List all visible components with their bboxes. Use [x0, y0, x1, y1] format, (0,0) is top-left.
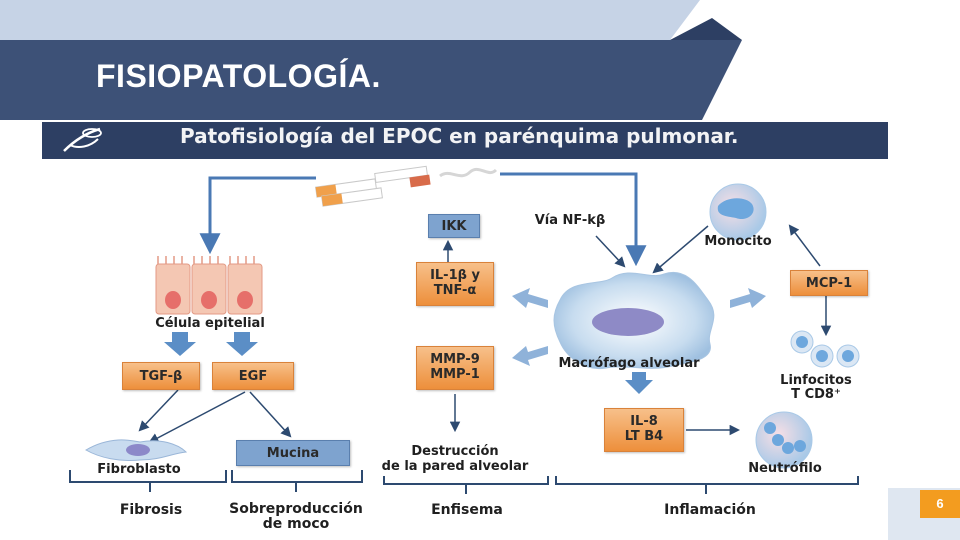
box-tgf-beta [122, 362, 200, 390]
box-egf [212, 362, 294, 390]
arrow-macrophage-to-il8 [625, 372, 653, 394]
title-banner [0, 40, 742, 120]
figure-header-bar [42, 122, 888, 159]
label-monocito: Monocito [704, 234, 772, 249]
neutrophil-icon [755, 411, 813, 469]
label-ltb4: LT B4 [624, 429, 664, 444]
label-neutrofilo: Neutrófilo [748, 461, 822, 476]
box-mmp [416, 346, 494, 390]
arrow-egf-to-mucina [249, 391, 292, 438]
label-ikk: IKK [441, 219, 467, 234]
bracket-fibrosis [69, 470, 227, 483]
macrophage-icon [553, 271, 715, 370]
box-mcp1 [790, 270, 868, 296]
arrow-smoke-to-epithelium [199, 176, 316, 255]
fibroblast-icon [84, 439, 188, 461]
figure-title: Patofisiología del EPOC en parénquima pu… [180, 124, 739, 148]
page-number: 6 [920, 490, 960, 518]
bracket-emphysema [383, 476, 549, 485]
label-destruccion-line1: Destrucción [411, 444, 499, 459]
outcome-sobreproduccion-line1: Sobreproducción [229, 501, 363, 517]
arrow-egf-to-fibroblast [148, 391, 246, 443]
arrow-monocyte-to-macrophage [652, 225, 709, 274]
arrow-to-egf [226, 332, 258, 356]
arrow-tgf-to-fibroblast [138, 389, 179, 432]
label-linfocitos: Linfocitos [780, 373, 852, 388]
label-tnf-line2: TNF-α [433, 283, 477, 298]
arrow-macrophage-to-mcp1 [730, 288, 766, 308]
outcome-inflamacion: Inflamación [664, 502, 756, 518]
label-mucina: Mucina [266, 446, 320, 461]
box-il8-ltb4 [604, 408, 684, 452]
cigarettes-icon [315, 165, 498, 207]
label-via-nf: Vía NF-kβ [534, 213, 606, 228]
arrow-macrophage-to-il1 [512, 288, 548, 308]
bracket-inflammation [555, 476, 859, 485]
label-fibroblasto: Fibroblasto [97, 462, 181, 477]
box-ikk [428, 214, 480, 238]
label-destruccion-line2: de la pared alveolar [381, 459, 529, 474]
lymphocytes-icon [790, 330, 860, 368]
epithelial-cells-icon [155, 256, 263, 315]
bracket-mucus [231, 470, 363, 483]
outcome-enfisema: Enfisema [431, 502, 503, 518]
arrow-nfkb-to-macrophage [595, 235, 626, 268]
arrow-macrophage-to-mmp [512, 346, 548, 366]
slide-title: FISIOPATOLOGÍA. [96, 58, 381, 94]
label-tcd8: T CD8⁺ [791, 387, 841, 402]
label-egf: EGF [238, 369, 268, 384]
label-tgf-beta: TGF-β [139, 369, 183, 384]
arrow-smoke-to-macrophage [500, 172, 647, 267]
arrow-mcp1-to-monocyte [788, 224, 821, 267]
label-mmp1: MMP-1 [430, 367, 480, 382]
label-il8: IL-8 [630, 414, 658, 429]
label-macrofago: Macrófago alveolar [558, 356, 700, 371]
label-il1-line1: IL-1β y [430, 268, 480, 283]
banner-fold [670, 18, 742, 40]
top-band [0, 0, 700, 40]
journal-logo-icon [63, 127, 102, 152]
box-mucina [236, 440, 350, 466]
box-il1-tnf [416, 262, 494, 306]
label-mmp9: MMP-9 [430, 352, 480, 367]
label-mcp1: MCP-1 [805, 276, 853, 291]
label-celula-epitelial: Célula epitelial [155, 316, 265, 331]
arrow-to-tgf [164, 332, 196, 356]
outcome-fibrosis: Fibrosis [119, 502, 183, 518]
outcome-sobreproduccion-line2: de moco [262, 516, 330, 532]
monocyte-icon [709, 183, 767, 241]
